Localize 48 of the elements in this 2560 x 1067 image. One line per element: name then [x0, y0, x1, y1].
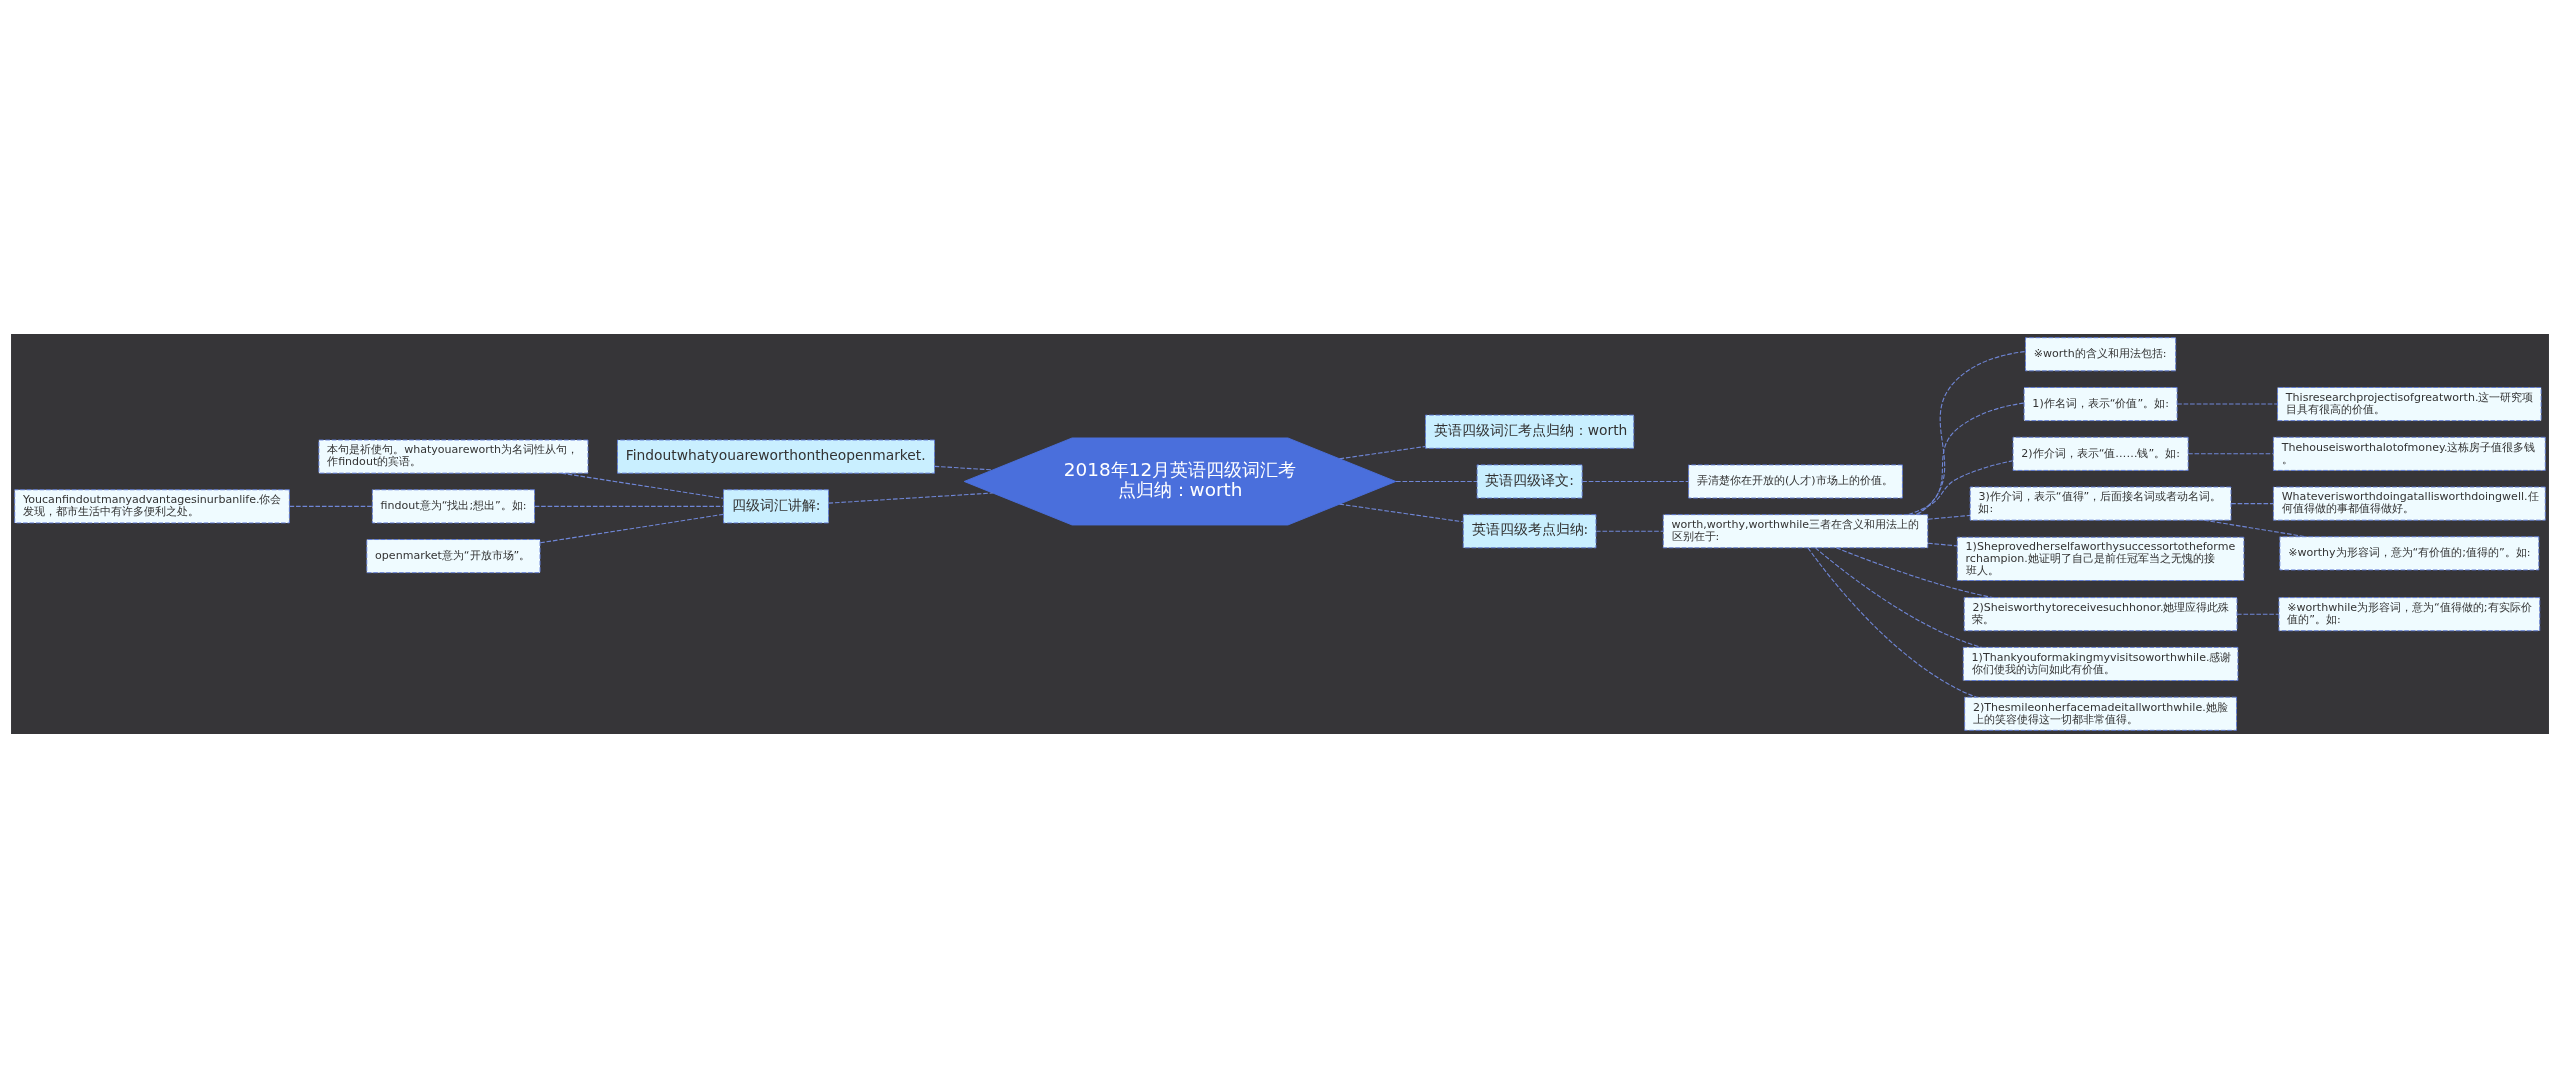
node-box: 1)作名词，表示“价值”。如:	[2023, 386, 2178, 421]
node-box: 英语四级译文:	[1476, 463, 1583, 498]
connector	[2230, 502, 2274, 504]
connector	[561, 472, 724, 499]
node-box: ※worthwhile为形容词，意为“值得做的;有实际价值的”。如:	[2278, 596, 2541, 631]
connector	[828, 491, 994, 504]
node-box: Findoutwhatyouareworthontheopenmarket.	[617, 439, 935, 474]
connector	[1916, 350, 2026, 515]
connector	[1807, 546, 1977, 698]
connector	[1835, 546, 1994, 598]
connector	[934, 465, 994, 470]
connector	[1927, 514, 1971, 520]
node-box: 1)Thankyouformakingmyvisitsoworthwhile.感谢你们使我的访问如此有价值。	[1962, 646, 2239, 681]
connector	[1814, 546, 1983, 648]
connector	[2236, 613, 2280, 615]
connector	[1927, 542, 1958, 546]
connector	[1595, 530, 1664, 532]
connector	[539, 513, 724, 543]
connector	[2203, 519, 2307, 537]
connector	[1581, 480, 1690, 482]
node-box: 1)Sheprovedherselfaworthysuccessortotheformerchampion.她证明了自己是前任冠军当之无愧的接班人。	[1956, 536, 2245, 581]
node-box: 3)作介词，表示“值得”，后面接名词或者动名词。如:	[1969, 486, 2232, 521]
connector	[2176, 403, 2278, 405]
node-box: 弄清楚你在开放的(人才)市场上的价值。	[1688, 463, 1903, 498]
node-box: 2)Thesmileonherfacemadeitallworthwhile.她脸上的笑容使得这一切都非常值得。	[1964, 696, 2237, 731]
node-box: worth,worthy,worthwhile三者在含义和用法上的区别在于:	[1662, 513, 1929, 548]
node-box: Thehouseisworthalotofmoney.这栋房子值很多钱。	[2272, 436, 2546, 471]
node-box: 2)作介词，表示“值……钱”。如:	[2012, 436, 2189, 471]
node-box: findout意为“找出;想出”。如:	[371, 488, 535, 523]
node-box: Youcanfindoutmanyadvantagesinurbanlife.你会发现，都市生活中有许多便利之处。	[14, 488, 290, 523]
node-box: 英语四级词汇考点归纳：worth	[1425, 414, 1635, 449]
connector	[2187, 452, 2274, 454]
connector	[289, 505, 373, 507]
connector	[1915, 402, 2025, 515]
connector	[1395, 480, 1478, 482]
node-box: Whateverisworthdoingatallisworthdoingwell.任何值得做的事都值得做好。	[2272, 486, 2546, 521]
node-box: ※worth的含义和用法包括:	[2025, 336, 2177, 371]
node-box: 本句是祈使句。whatyouareworth为名词性从句，作findout的宾语。	[318, 439, 589, 474]
connector	[534, 505, 724, 507]
node-box: 英语四级考点归纳:	[1462, 513, 1597, 548]
node-box: 四级词汇讲解:	[723, 488, 829, 523]
connector	[1339, 445, 1426, 459]
node-box: ※worthy为形容词，意为“有价值的;值得的”。如:	[2279, 535, 2540, 570]
node-box: openmarket意为“开放市场”。	[366, 538, 541, 573]
connector	[1339, 503, 1464, 522]
node-box: Thisresearchprojectisofgreatworth.这一研究项目具有很高的价值。	[2277, 386, 2542, 421]
connector	[1908, 459, 2014, 515]
node-box: 2)Sheisworthytoreceivesuchhonor.她理应得此殊荣。	[1963, 596, 2238, 631]
